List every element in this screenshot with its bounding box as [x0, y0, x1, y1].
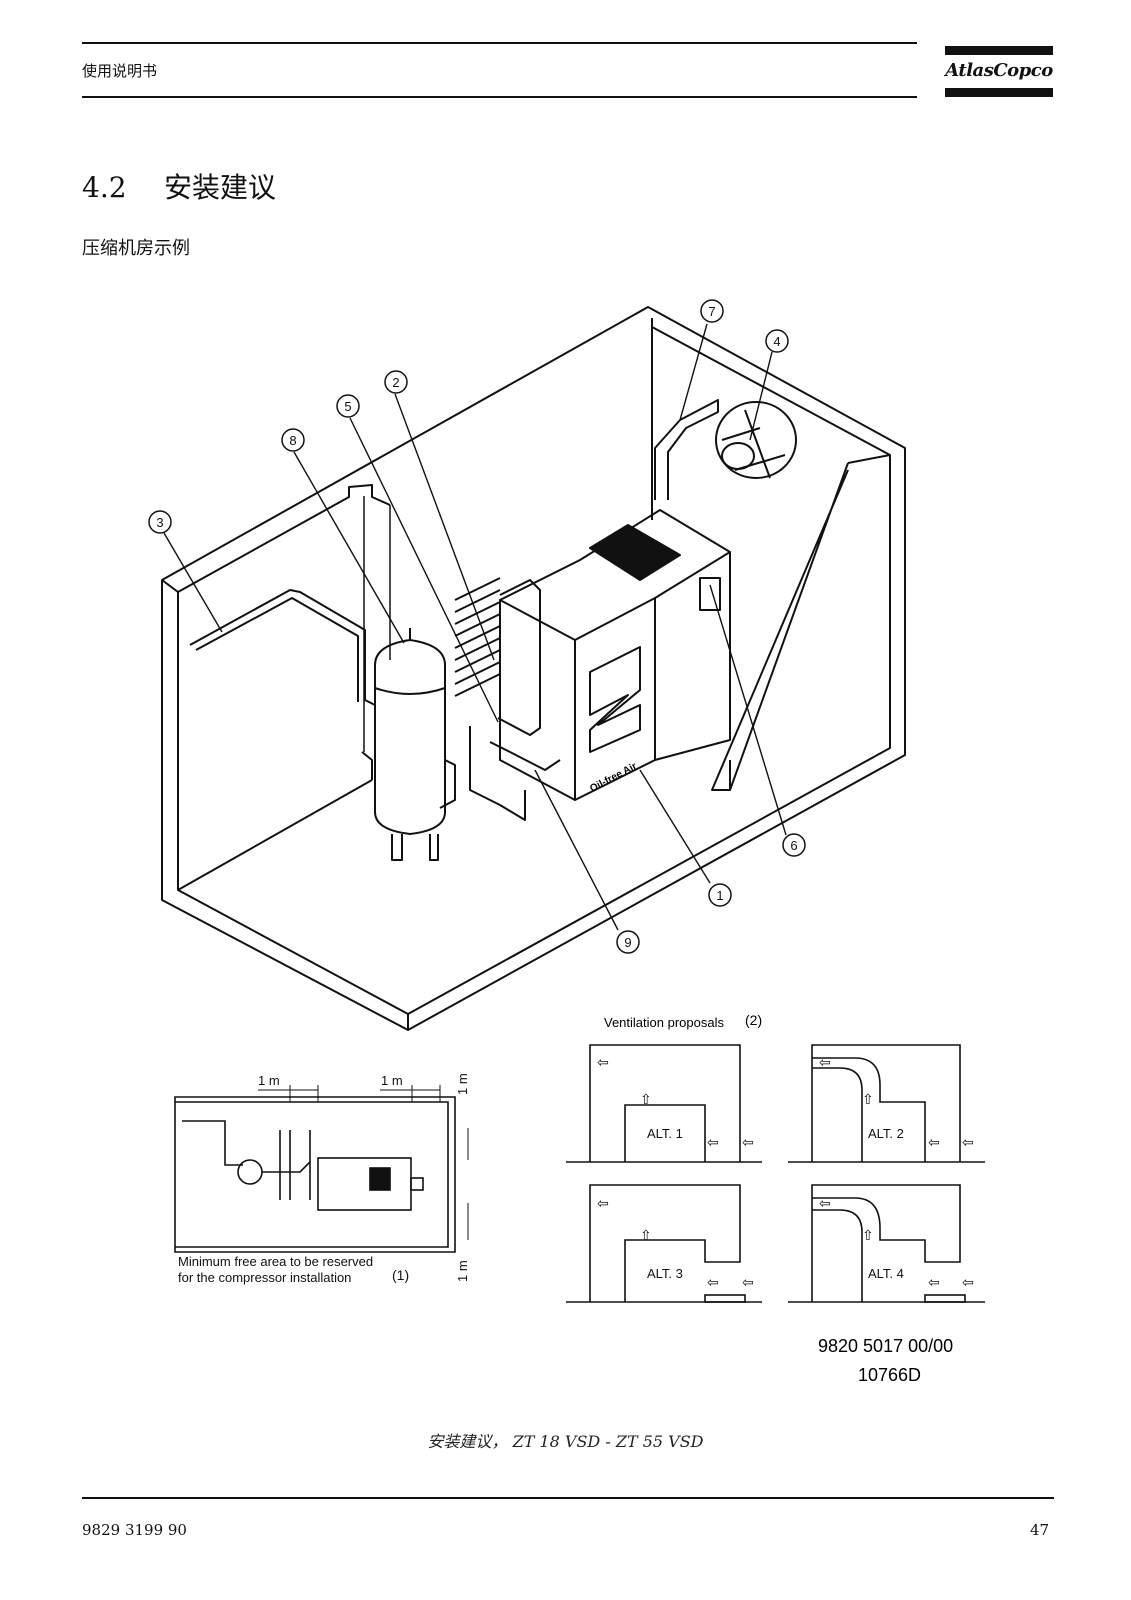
callout-6 — [782, 833, 806, 857]
arrow-glyph: ⇦ — [819, 1195, 831, 1211]
min-area-line-2: for the compressor installation — [178, 1270, 351, 1285]
min-area-ref: (1) — [392, 1267, 409, 1283]
exhaust-duct — [654, 399, 719, 500]
callout-3 — [148, 510, 172, 534]
arrow-glyph: ⇦ — [597, 1054, 609, 1070]
arrow-glyph: ⇧ — [640, 1091, 652, 1107]
figure-subtitle: 压缩机房示例 — [82, 238, 190, 259]
min-area-line-1: Minimum free area to be reserved — [178, 1254, 373, 1269]
footer-page-number: 47 — [1030, 1521, 1050, 1539]
arrow-glyph: ⇦ — [962, 1274, 974, 1290]
callout-1-label: 1 — [716, 888, 723, 903]
callout-3-label: 3 — [156, 515, 163, 530]
header-rule-bottom — [82, 96, 917, 98]
footer-rule — [82, 1497, 1054, 1499]
callout-9-label: 9 — [624, 935, 631, 950]
clearance-label-2: 1 m — [381, 1073, 403, 1088]
clearance-label-3: 1 m — [455, 1073, 470, 1095]
callout-8 — [281, 428, 305, 452]
arrow-glyph: ⇧ — [862, 1091, 874, 1107]
header-rule-top — [82, 42, 917, 44]
callout-6-label: 6 — [790, 838, 797, 853]
section-number: 4.2 — [82, 171, 127, 204]
arrow-glyph: ⇦ — [962, 1134, 974, 1150]
arrow-glyph: ⇧ — [862, 1227, 874, 1243]
unit-front-label: Oil-free Air — [588, 761, 639, 795]
callout-9 — [616, 930, 640, 954]
figure-caption: 安装建议， ZT 18 VSD - ZT 55 VSD — [427, 1432, 704, 1451]
arrow-glyph: ⇦ — [819, 1054, 831, 1070]
brand-logo: AtlasCopco — [945, 46, 1053, 100]
section-title: 安装建议 — [164, 171, 277, 204]
clearance-label-4: 1 m — [455, 1260, 470, 1282]
logo-text: AtlasCopco — [945, 60, 1053, 81]
arrow-glyph: ⇦ — [707, 1274, 719, 1290]
footer-doc-number: 9829 3199 90 — [82, 1521, 187, 1539]
ventilation-alternatives — [566, 1044, 985, 1303]
arrow-glyph: ⇦ — [742, 1134, 754, 1150]
callout-7 — [700, 299, 724, 323]
callout-4-label: 4 — [773, 334, 780, 349]
piping — [189, 589, 376, 706]
callout-2-label: 2 — [392, 375, 399, 390]
arrow-glyph: ⇦ — [597, 1195, 609, 1211]
ventilation-title: Ventilation proposals — [604, 1015, 724, 1030]
callout-8-label: 8 — [289, 433, 296, 448]
alt-2-label: ALT. 2 — [868, 1126, 904, 1141]
callout-1 — [708, 883, 732, 907]
callout-5-label: 5 — [344, 399, 351, 414]
arrow-glyph: ⇦ — [742, 1274, 754, 1290]
drawing-number: 9820 5017 00/00 — [818, 1336, 953, 1356]
callout-4 — [765, 329, 789, 353]
callout-2 — [384, 370, 408, 394]
compressor-unit — [574, 551, 731, 801]
ventilation-ref: (2) — [745, 1012, 762, 1028]
plan-view-diagram — [174, 1085, 469, 1253]
callout-5 — [336, 394, 360, 418]
header-doc-title: 使用说明书 — [82, 62, 158, 80]
arrow-glyph: ⇦ — [928, 1274, 940, 1290]
air-receiver — [374, 639, 446, 835]
arrow-glyph: ⇦ — [928, 1134, 940, 1150]
alt-1-label: ALT. 1 — [647, 1126, 683, 1141]
ventilation-fan — [715, 401, 797, 479]
clearance-label-1: 1 m — [258, 1073, 280, 1088]
callout-markers — [148, 299, 806, 954]
arrow-glyph: ⇧ — [640, 1227, 652, 1243]
alt-3-label: ALT. 3 — [647, 1266, 683, 1281]
arrow-glyph: ⇦ — [707, 1134, 719, 1150]
callout-7-label: 7 — [708, 304, 715, 319]
drawing-code: 10766D — [858, 1365, 921, 1385]
section-heading: 4.2 安装建议 — [82, 166, 276, 206]
room-outline — [161, 306, 906, 1031]
alt-4-label: ALT. 4 — [868, 1266, 904, 1281]
